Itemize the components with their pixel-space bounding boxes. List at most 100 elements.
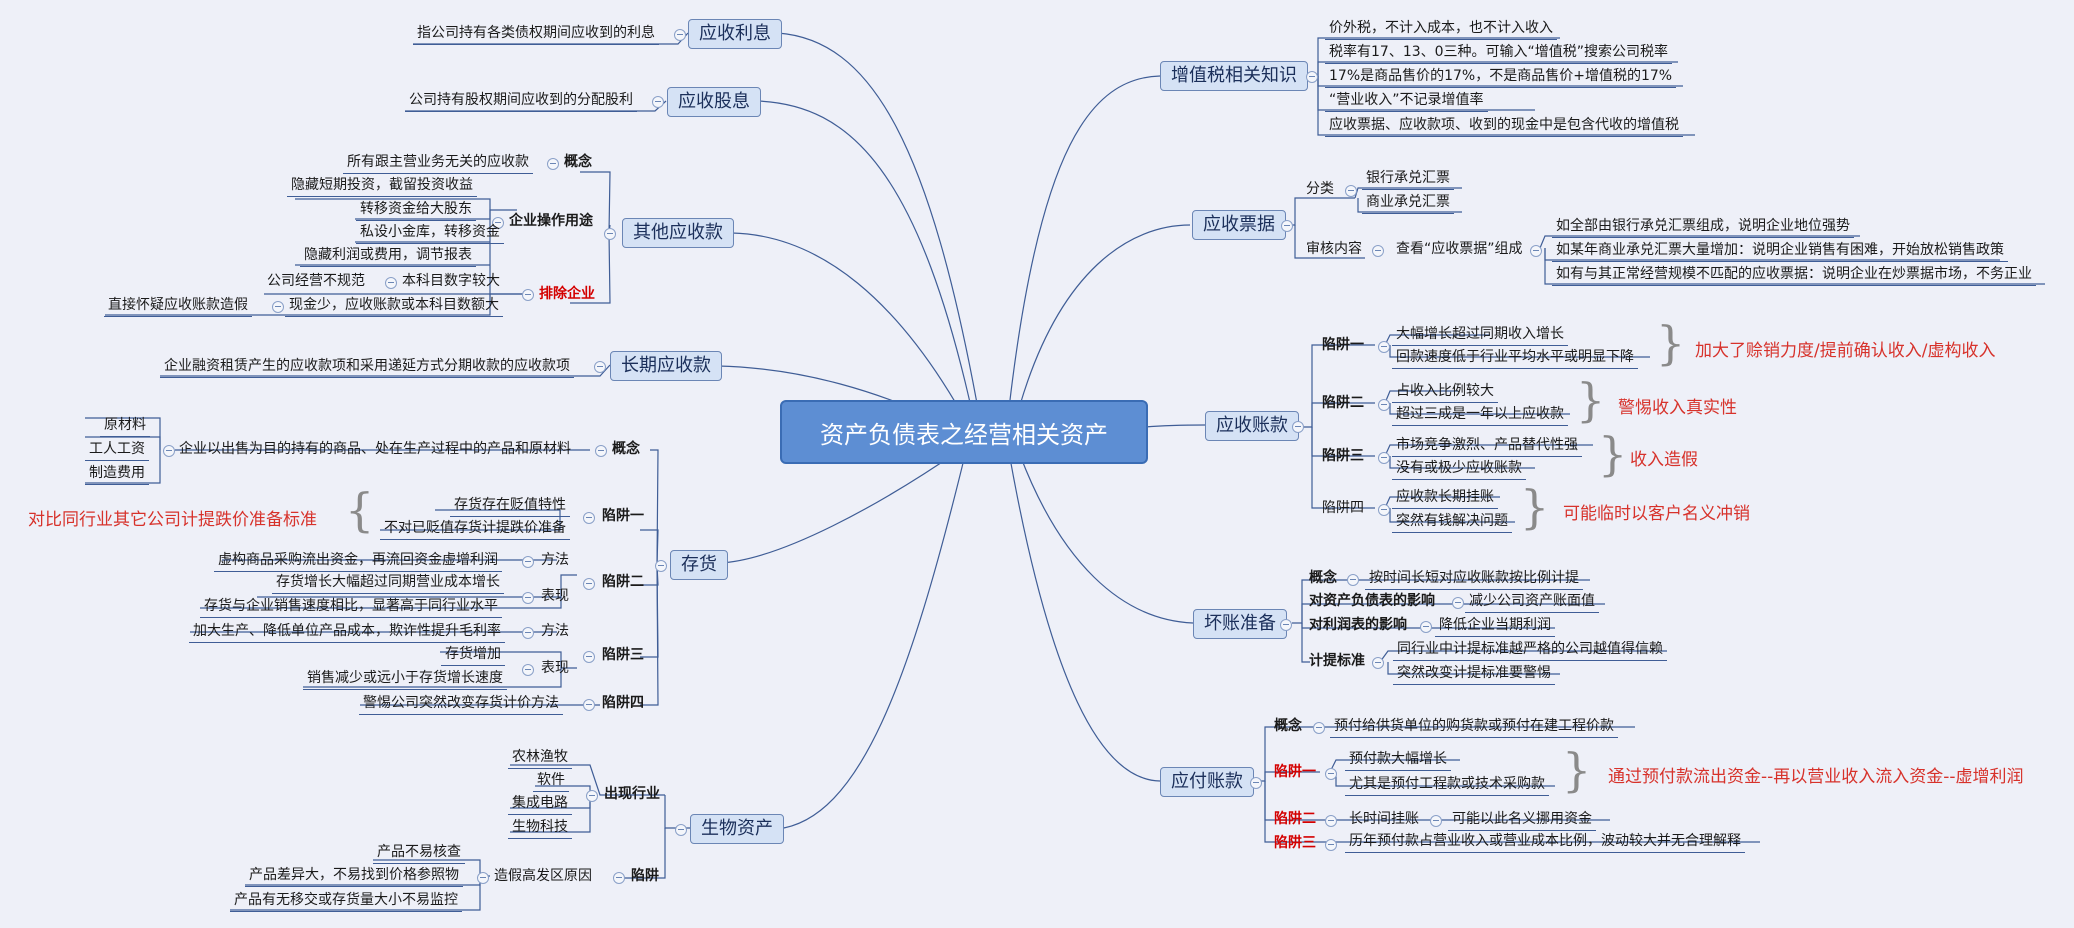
collapse-icon[interactable] <box>1420 621 1432 633</box>
collapse-icon[interactable] <box>675 824 687 836</box>
notes-class-item: 银行承兑汇票 <box>1362 169 1454 190</box>
collapse-icon[interactable] <box>492 217 504 229</box>
collapse-icon[interactable] <box>613 872 625 884</box>
vat-item: 价外税，不计入成本，也不计入收入 <box>1325 19 1557 40</box>
collapse-icon[interactable] <box>163 445 175 457</box>
collapse-icon[interactable] <box>1250 777 1262 789</box>
collapse-icon[interactable] <box>655 560 667 572</box>
exclude-item: 直接怀疑应收账款造假 <box>104 296 252 317</box>
collapse-icon[interactable] <box>604 228 616 240</box>
collapse-icon[interactable] <box>1347 574 1359 586</box>
collapse-icon[interactable] <box>1306 71 1318 83</box>
ar-trap-note: 警惕收入真实性 <box>1618 398 1737 418</box>
collapse-icon[interactable] <box>1378 504 1390 516</box>
collapse-icon[interactable] <box>1372 245 1384 257</box>
topic-bad-debt-provision[interactable]: 坏账准备 <box>1193 609 1287 639</box>
payable-concept: 预付给供货单位的购货款或预付在建工程价款 <box>1330 717 1618 738</box>
topic-dividend-receivable[interactable]: 应收股息 <box>667 87 761 117</box>
notes-audit-item: 如全部由银行承兑汇票组成，说明企业地位强势 <box>1552 217 1854 238</box>
collapse-icon[interactable] <box>652 96 664 108</box>
ar-trap-label: 陷阱三 <box>1322 448 1364 464</box>
collapse-icon[interactable] <box>1313 722 1325 734</box>
collapse-icon[interactable] <box>595 445 607 457</box>
collapse-icon[interactable] <box>477 872 489 884</box>
collapse-icon[interactable] <box>1325 839 1337 851</box>
bad-debt-std-label: 计提标准 <box>1309 653 1365 669</box>
collapse-icon[interactable] <box>272 301 284 313</box>
notes-audit-item: 如某年商业承兑汇票大量增加：说明企业销售有困难，开始放松销售政策 <box>1552 241 2008 262</box>
collapse-icon[interactable] <box>1378 452 1390 464</box>
collapse-icon[interactable] <box>1280 619 1292 631</box>
collapse-icon[interactable] <box>1430 815 1442 827</box>
reason-item: 产品不易核查 <box>373 843 465 864</box>
collapse-icon[interactable] <box>1372 657 1384 669</box>
ar-trap-label: 陷阱二 <box>1322 395 1364 411</box>
collapse-icon[interactable] <box>1345 185 1357 197</box>
collapse-icon[interactable] <box>1378 341 1390 353</box>
exclude-item: 现金少，应收账款或本科目数额大 <box>285 296 503 317</box>
usage-item: 隐藏利润或费用，调节报表 <box>300 246 476 267</box>
inventory-trap3-label: 陷阱三 <box>602 647 644 663</box>
collapse-icon[interactable] <box>385 277 397 289</box>
long-term-receivables-desc: 企业融资租赁产生的应收款项和采用递延方式分期收款的应收款项 <box>160 357 574 378</box>
collapse-icon[interactable] <box>1325 815 1337 827</box>
collapse-icon[interactable] <box>522 556 534 568</box>
payable-trap3-text: 历年预付款占营业收入或营业成本比例，波动较大并无合理解释 <box>1345 832 1745 853</box>
inventory-component: 原材料 <box>100 416 150 437</box>
topic-long-term-receivables[interactable]: 长期应收款 <box>610 351 722 381</box>
topic-biological-assets[interactable]: 生物资产 <box>690 814 784 844</box>
ar-trap-item: 突然有钱解决问题 <box>1392 512 1512 533</box>
topic-accounts-payable[interactable]: 应付账款 <box>1160 767 1254 797</box>
collapse-icon[interactable] <box>1292 421 1304 433</box>
inventory-trap1-label: 陷阱一 <box>602 508 644 524</box>
inventory-trap2-method: 虚构商品采购流出资金，再流回资金虚增利润 <box>214 551 502 572</box>
bad-debt-std-item: 突然改变计提标准要警惕 <box>1393 664 1555 685</box>
ar-trap-item: 回款速度低于行业平均水平或明显下降 <box>1392 348 1638 369</box>
topic-interest-receivable[interactable]: 应收利息 <box>688 19 782 49</box>
show-label: 表现 <box>541 660 569 676</box>
collapse-icon[interactable] <box>583 699 595 711</box>
method-label: 方法 <box>541 623 569 639</box>
topic-accounts-receivable[interactable]: 应收账款 <box>1205 411 1299 441</box>
industry-item: 农林渔牧 <box>508 748 572 769</box>
exclude-item: 本科目数字较大 <box>402 273 500 289</box>
collapse-icon[interactable] <box>1378 399 1390 411</box>
collapse-icon[interactable] <box>583 512 595 524</box>
ar-trap-item: 超过三成是一年以上应收款 <box>1392 405 1568 426</box>
topic-vat-knowledge[interactable]: 增值税相关知识 <box>1160 61 1308 91</box>
vat-item: 17%是商品售价的17%，不是商品售价+增值税的17% <box>1325 67 1677 88</box>
collapse-icon[interactable] <box>522 592 534 604</box>
collapse-icon[interactable] <box>522 627 534 639</box>
brace: } <box>1598 427 1628 481</box>
method-label: 方法 <box>541 552 569 568</box>
collapse-icon[interactable] <box>1325 768 1337 780</box>
topic-other-receivables[interactable]: 其他应收款 <box>622 218 734 248</box>
bad-debt-bs-label: 对资产负债表的影响 <box>1309 593 1435 609</box>
collapse-icon[interactable] <box>1281 220 1293 232</box>
collapse-icon[interactable] <box>547 158 559 170</box>
payable-trap2-item: 长时间挂账 <box>1349 811 1419 827</box>
ar-trap-item: 市场竞争激烈、产品替代性强 <box>1392 436 1582 457</box>
topic-inventory[interactable]: 存货 <box>670 550 728 580</box>
bad-debt-concept-label: 概念 <box>1309 570 1337 586</box>
collapse-icon[interactable] <box>583 578 595 590</box>
exclude-label: 排除企业 <box>539 286 595 302</box>
topic-notes-receivable[interactable]: 应收票据 <box>1192 210 1286 240</box>
collapse-icon[interactable] <box>586 790 598 802</box>
inventory-trap4-label: 陷阱四 <box>602 695 644 711</box>
interest-receivable-desc: 指公司持有各类债权期间应收到的利息 <box>413 24 659 45</box>
collapse-icon[interactable] <box>522 289 534 301</box>
collapse-icon[interactable] <box>522 664 534 676</box>
brace: } <box>1576 373 1606 427</box>
industry-label: 出现行业 <box>604 786 660 802</box>
inventory-trap1-note: 对比同行业其它公司计提跌价准备标准 <box>28 510 317 530</box>
collapse-icon[interactable] <box>674 29 686 41</box>
other-receivables-concept-label: 概念 <box>564 154 592 170</box>
central-topic[interactable]: 资产负债表之经营相关资产 <box>780 400 1148 464</box>
collapse-icon[interactable] <box>583 651 595 663</box>
collapse-icon[interactable] <box>1530 245 1542 257</box>
collapse-icon[interactable] <box>594 361 606 373</box>
inventory-component: 制造费用 <box>85 464 149 485</box>
show-label: 表现 <box>541 588 569 604</box>
collapse-icon[interactable] <box>1452 597 1464 609</box>
